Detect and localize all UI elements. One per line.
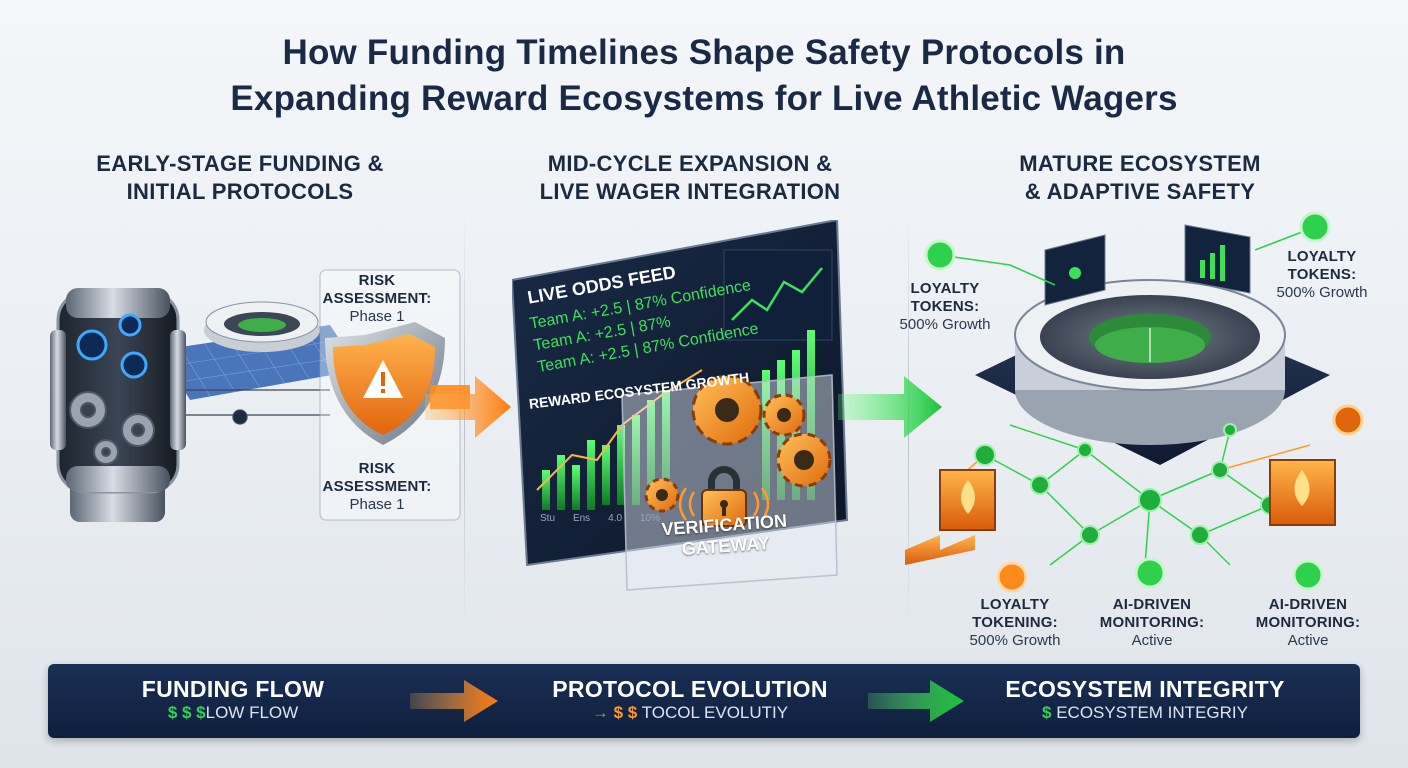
axis-label: Stu: [540, 513, 556, 524]
monitoring-name2: MONITORING:: [1255, 614, 1361, 631]
title-line-2: Expanding Reward Ecosystems for Live Ath…: [230, 79, 1178, 118]
funding-flow-sub: $ $ $LOW FLOW: [88, 703, 378, 723]
risk-assessment-bottom: RISK ASSESSMENT: Phase 1: [322, 460, 432, 514]
arrow-early-to-mid-icon: [425, 376, 511, 438]
shield-dollar-icon: $: [1042, 703, 1052, 722]
monitoring-name2: MONITORING:: [1099, 614, 1205, 631]
ai-monitoring-label-right: AI-DRIVEN MONITORING: Active: [1248, 596, 1368, 650]
stage-title-early: EARLY-STAGE FUNDING & INITIAL PROTOCOLS: [40, 150, 440, 206]
loyalty-name2: TOKENS:: [910, 298, 980, 315]
risk-bottom-line2: ASSESSMENT:: [322, 478, 432, 495]
bottom-badge-icons: [996, 557, 1324, 593]
loyalty-name: LOYALTY: [910, 280, 980, 297]
risk-bottom-phase: Phase 1: [349, 496, 405, 513]
arrow-mid-to-mature-icon: [838, 376, 942, 438]
monitoring-name: AI-DRIVEN: [1112, 596, 1192, 613]
loyalty-tokening-label: LOYALTY TOKENING: 500% Growth: [955, 596, 1075, 650]
ecosystem-integrity-section: ECOSYSTEM INTEGRITY $ ECOSYSTEM INTEGRIY: [990, 676, 1300, 723]
mini-line-chart: [723, 249, 833, 341]
top-green-badge-icons: [924, 211, 1331, 271]
bar-arrow-orange-icon: [410, 680, 498, 722]
firewall-left-icon: [905, 469, 996, 565]
callout-lines: [939, 226, 1316, 286]
stage-title-mid: MID-CYCLE EXPANSION & LIVE WAGER INTEGRA…: [490, 150, 890, 206]
stadium-icon: [1014, 279, 1286, 445]
stage-early-line1: EARLY-STAGE FUNDING &: [96, 151, 384, 176]
stage-mid-line2: LIVE WAGER INTEGRATION: [539, 179, 841, 204]
loyalty-tokens-label-left: LOYALTY TOKENS: 500% Growth: [890, 280, 1000, 334]
stage-title-mature: MATURE ECOSYSTEM & ADAPTIVE SAFETY: [940, 150, 1340, 206]
stage-mid-line1: MID-CYCLE EXPANSION &: [547, 151, 833, 176]
monitoring-value: Active: [1131, 632, 1173, 649]
loyalty-name2: TOKENING:: [972, 614, 1058, 631]
dollar-icons: $ $: [613, 703, 638, 722]
ecosystem-integrity-title: ECOSYSTEM INTEGRITY: [1005, 676, 1285, 702]
connector-lines: [170, 389, 330, 425]
protocol-evolution-section: PROTOCOL EVOLUTION → $ $ TOCOL EVOLUTIY: [530, 676, 850, 723]
risk-top-line1: RISK: [358, 272, 396, 289]
growth-axis-labels: Stu Ens 4.0 10%: [540, 513, 660, 524]
risk-bottom-line1: RISK: [358, 460, 396, 477]
protocol-evolution-sub-text: TOCOL EVOLUTIY: [641, 703, 789, 722]
small-stadium-icon: [204, 301, 320, 352]
monitor-screens: [1044, 224, 1251, 306]
funding-flow-sub-text: LOW FLOW: [205, 703, 299, 722]
risk-assessment-top: RISK ASSESSMENT: Phase 1: [322, 272, 432, 326]
ecosystem-integrity-sub-text: ECOSYSTEM INTEGRIY: [1056, 703, 1248, 722]
loyalty-value: 500% Growth: [1276, 284, 1368, 301]
title-line-1: How Funding Timelines Shape Safety Proto…: [282, 33, 1126, 72]
ai-monitoring-label-mid: AI-DRIVEN MONITORING: Active: [1092, 596, 1212, 650]
bottom-flow-bar: [48, 664, 1360, 738]
loyalty-name: LOYALTY: [1287, 248, 1357, 265]
bar-arrow-green-icon: [868, 680, 964, 722]
loyalty-value: 500% Growth: [969, 632, 1061, 649]
mature-ecosystem-illustration: [905, 211, 1364, 593]
monitoring-name: AI-DRIVEN: [1268, 596, 1348, 613]
funding-vault-icon: [50, 288, 186, 522]
risk-top-line2: ASSESSMENT:: [322, 290, 432, 307]
loyalty-tokens-label-right: LOYALTY TOKENS: 500% Growth: [1262, 248, 1382, 302]
warning-shield-icon: [325, 322, 445, 445]
page-title: How Funding Timelines Shape Safety Proto…: [0, 30, 1408, 122]
axis-label: Ens: [572, 513, 591, 524]
loyalty-name2: TOKENS:: [1287, 266, 1357, 283]
funding-flow-section: FUNDING FLOW $ $ $LOW FLOW: [88, 676, 378, 723]
protocol-evolution-sub: → $ $ TOCOL EVOLUTIY: [530, 703, 850, 723]
ecosystem-integrity-sub: $ ECOSYSTEM INTEGRIY: [990, 703, 1300, 723]
gears-icon: [644, 374, 832, 513]
stage-mature-line2: & ADAPTIVE SAFETY: [1024, 179, 1256, 204]
padlock-icon: [678, 466, 770, 527]
axis-label: 4.0: [608, 513, 623, 524]
stage-early-line2: INITIAL PROTOCOLS: [126, 179, 354, 204]
funding-flow-title: FUNDING FLOW: [141, 676, 325, 702]
firewall-right-icon: [1269, 404, 1364, 526]
monitoring-value: Active: [1287, 632, 1329, 649]
stage-mature-line1: MATURE ECOSYSTEM: [1019, 151, 1261, 176]
arrow-right-icon: →: [591, 703, 609, 722]
dollar-icons: $ $ $: [167, 703, 206, 722]
early-stage-illustration: [50, 269, 470, 522]
risk-top-phase: Phase 1: [349, 308, 405, 325]
axis-label: 10%: [639, 513, 660, 524]
loyalty-value: 500% Growth: [899, 316, 991, 333]
live-odds-panel-illustration: [512, 220, 849, 591]
loyalty-name: LOYALTY: [980, 596, 1050, 613]
protocol-evolution-title: PROTOCOL EVOLUTION: [552, 676, 828, 702]
